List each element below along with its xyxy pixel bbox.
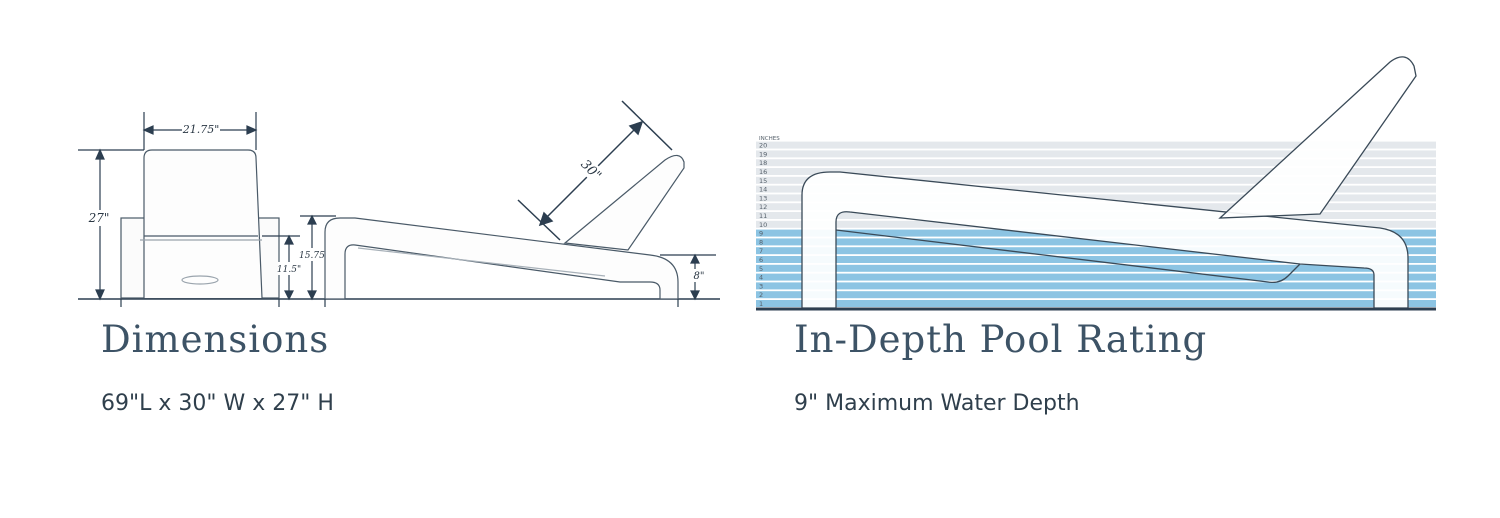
gauge-tick-label: 10 [759, 221, 767, 229]
arm-height-arrow-bottom [307, 290, 317, 301]
gauge-band [756, 159, 1436, 167]
seat-height-label-bg [278, 262, 300, 275]
height-label-bg [86, 210, 112, 226]
gauge-band [756, 291, 1436, 299]
back-length-ext-top [621, 100, 673, 151]
gauge-tick-label: 7 [759, 247, 763, 255]
width-arrow-right [246, 125, 258, 135]
gauge-band [756, 141, 1436, 149]
lounger-side-view [324, 154, 685, 300]
foot-height-label: 8" [694, 271, 705, 282]
foot-height-arrow-top [690, 253, 700, 264]
gauge-label: INCHES [759, 136, 780, 142]
gauge-band [756, 282, 1436, 290]
chair-front-drain [181, 275, 219, 285]
gauge-tick-label: 1 [759, 300, 763, 308]
gauge-tick-label: 8 [759, 238, 763, 246]
gauge-band [756, 256, 1436, 263]
width-label-bg [182, 122, 220, 136]
gauge-tick-label: 11 [759, 212, 767, 220]
arm-height-label-bg [301, 248, 325, 261]
dimensions-drawing: 21.75" 27" 11.5" 15.75" [78, 100, 720, 307]
chair-front-back [143, 149, 263, 299]
seat-height-label: 11.5" [277, 265, 301, 275]
pool-rating-title: In-Depth Pool Rating [794, 318, 1208, 361]
gauge-band [756, 300, 1436, 307]
height-arrow-top [95, 148, 105, 160]
gauge-band [756, 273, 1436, 281]
gauge-tick-label: 14 [759, 186, 767, 194]
dimensions-panel: 21.75" 27" 11.5" 15.75" [0, 0, 740, 518]
back-length-ext-bottom [517, 199, 561, 241]
gauge-tick-label: 5 [759, 265, 763, 273]
back-length-label-bg [576, 155, 606, 185]
chair-front-view [120, 149, 280, 299]
back-length-arrow-top [628, 120, 644, 136]
gauge-band [756, 150, 1436, 158]
gauge-tick-label: 4 [759, 274, 763, 282]
gauge-tick-label: 18 [759, 159, 767, 167]
foot-height-label-bg [690, 269, 708, 282]
gauge-tick-label: 16 [759, 168, 767, 176]
height-label: 27" [88, 211, 110, 225]
lounger-backrest [563, 154, 685, 251]
gauge-tick-label: 9 [759, 230, 763, 238]
dimensions-subtitle: 69"L x 30" W x 27" H [101, 391, 334, 416]
foot-height-arrow-bottom [690, 290, 700, 301]
lounger-frame [324, 217, 679, 300]
height-arrow-bottom [95, 289, 105, 301]
gauge-tick-label: 2 [759, 291, 763, 299]
lounger-inner-line [357, 247, 606, 277]
gauge-band [756, 185, 1436, 193]
gauge-band [756, 176, 1436, 184]
gauge-band [756, 247, 1436, 255]
gauge-band [756, 238, 1436, 246]
gauge-tick-label: 6 [759, 256, 763, 264]
lounger-pool-inner-line [835, 229, 1301, 284]
dimensions-title: Dimensions [101, 318, 330, 361]
width-arrow-left [142, 125, 154, 135]
back-length-arrow-bottom [538, 211, 554, 227]
gauge-tick-label: 12 [759, 203, 767, 211]
gauge-band [756, 264, 1436, 272]
arm-height-arrow-top [307, 214, 317, 225]
gauge-tick-label: 20 [759, 142, 767, 150]
seat-height-arrow-top [284, 234, 294, 245]
gauge-tick-label: 15 [759, 177, 767, 185]
back-length-label: 30" [577, 157, 604, 184]
ground-ticks [120, 299, 679, 307]
gauge-tick-label: 13 [759, 194, 767, 202]
pool-rating-subtitle: 9" Maximum Water Depth [794, 391, 1080, 416]
width-label: 21.75" [182, 123, 220, 136]
seat-height-arrow-bottom [284, 290, 294, 301]
gauge-band [756, 168, 1436, 175]
gauge-tick-label: 3 [759, 282, 763, 290]
arm-height-label: 15.75" [299, 251, 329, 261]
lounger-pool-backrest [1218, 56, 1417, 219]
gauge-tick-label: 19 [759, 150, 767, 158]
